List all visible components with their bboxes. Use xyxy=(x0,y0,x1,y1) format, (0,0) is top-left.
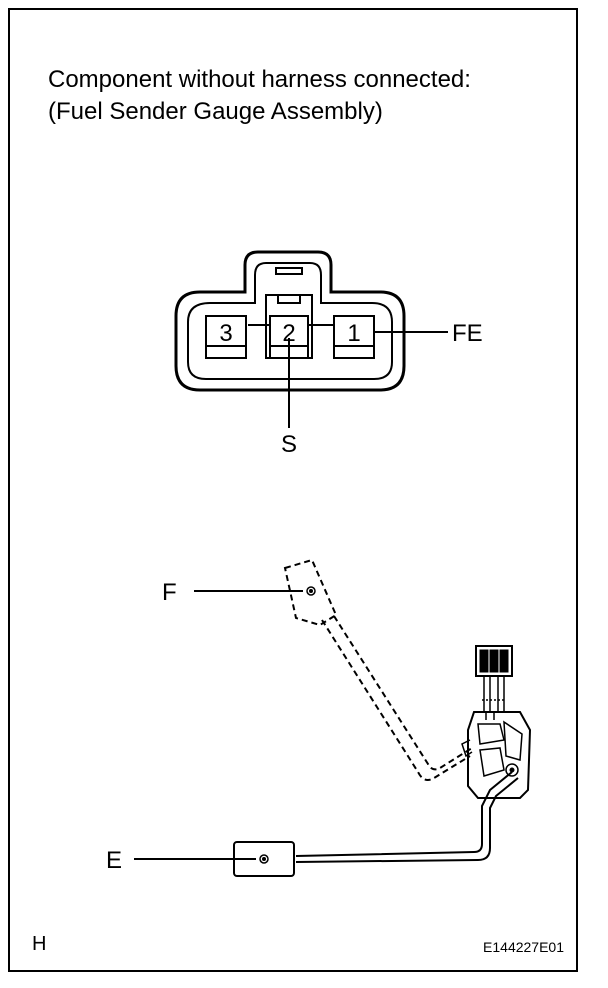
title-line-1: Component without harness connected: xyxy=(48,66,471,93)
pin-3-label: 3 xyxy=(219,320,232,347)
figure-code: E144227E01 xyxy=(483,939,564,955)
title-line-2: (Fuel Sender Gauge Assembly) xyxy=(48,98,383,125)
float-f-label: F xyxy=(162,579,177,606)
terminal-s-label: S xyxy=(281,431,297,458)
connector xyxy=(174,250,448,428)
pin-1-label: 1 xyxy=(347,320,360,347)
float-e-label: E xyxy=(106,847,122,874)
terminal-fe-label: FE xyxy=(452,320,483,347)
corner-mark: H xyxy=(32,933,46,955)
pin-2-label: 2 xyxy=(282,320,295,347)
sender-gauge xyxy=(134,558,532,877)
